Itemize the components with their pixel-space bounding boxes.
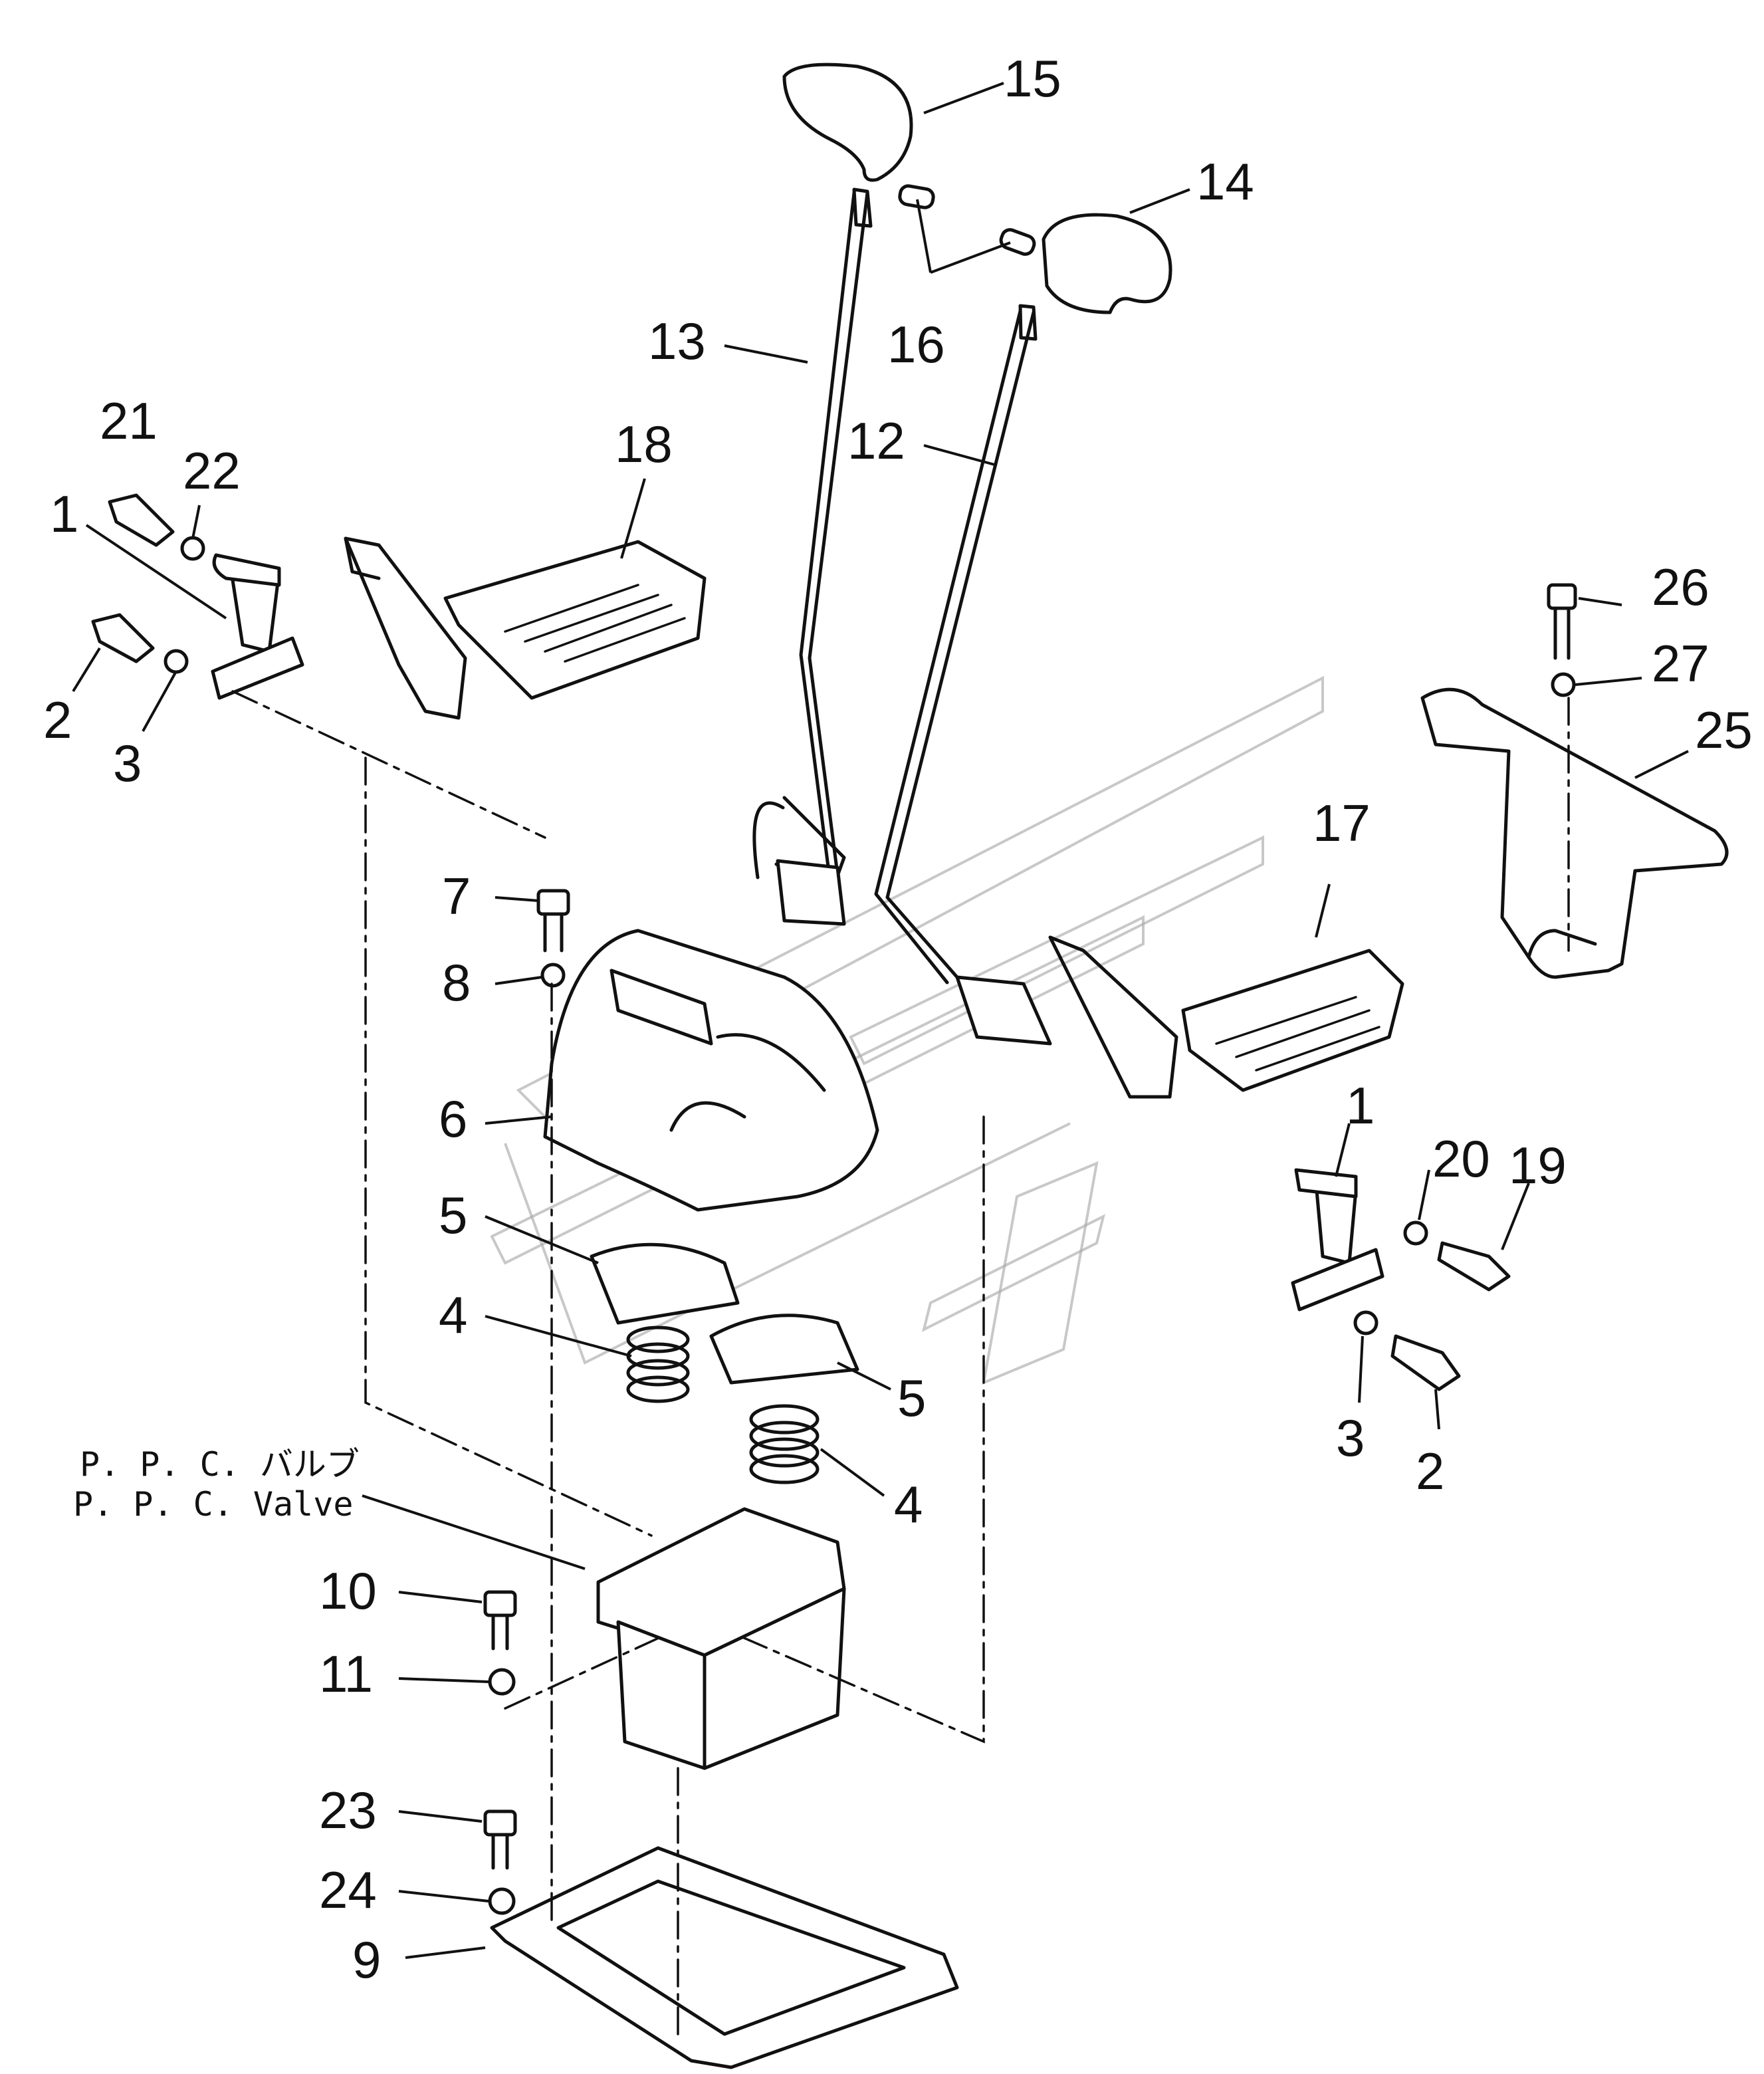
- boot-5-upper: [590, 1242, 740, 1325]
- callout-9: 9: [352, 1930, 381, 1989]
- pedal-17: [1048, 935, 1404, 1099]
- bolt-2-right: [1390, 1334, 1461, 1391]
- boot-5-lower: [709, 1314, 859, 1385]
- callout-11: 11: [319, 1645, 373, 1703]
- callout-4-upper: 4: [439, 1286, 467, 1344]
- bolt-19: [1437, 1241, 1511, 1292]
- ppc-valve-note: P. P. C. バルブ P. P. C. Valve: [73, 1445, 360, 1524]
- callout-1-right: 1: [1346, 1076, 1375, 1135]
- knob-15: [782, 62, 913, 182]
- callout-20: 20: [1432, 1129, 1490, 1188]
- callout-27: 27: [1652, 634, 1709, 693]
- knob-14: [1042, 213, 1172, 314]
- spring-4-lower: [749, 1404, 820, 1484]
- callout-17: 17: [1313, 794, 1371, 852]
- watermark-logo: [490, 675, 1324, 1385]
- callout-22: 22: [183, 441, 241, 500]
- washer-3-left: [164, 649, 189, 674]
- bracket-1-right: [1291, 1168, 1384, 1312]
- callout-3-right: 3: [1336, 1409, 1365, 1467]
- callout-26: 26: [1652, 558, 1709, 616]
- spring-4-upper: [626, 1325, 690, 1403]
- bolt-7: [536, 889, 570, 953]
- bolt-23: [483, 1809, 517, 1870]
- callout-19: 19: [1509, 1136, 1567, 1195]
- right-travel-lever: [874, 304, 1052, 1046]
- callout-18: 18: [615, 415, 673, 473]
- callout-21: 21: [100, 392, 158, 450]
- callout-5-upper: 5: [439, 1186, 467, 1244]
- ppc-note-english: P. P. C. Valve: [73, 1485, 353, 1524]
- ppc-note-japanese: P. P. C. バルブ: [80, 1445, 360, 1484]
- callout-14: 14: [1196, 152, 1254, 211]
- callout-8: 8: [442, 953, 471, 1012]
- washer-20: [1403, 1220, 1428, 1246]
- bolt-10: [483, 1590, 517, 1651]
- callout-3-left: 3: [113, 734, 142, 792]
- base-plate-9: [490, 1846, 959, 2069]
- pedal-18: [344, 536, 707, 720]
- left-travel-lever: [752, 187, 873, 926]
- callout-23: 23: [319, 1781, 377, 1839]
- callout-5-lower: 5: [897, 1369, 926, 1427]
- callout-6: 6: [439, 1090, 467, 1148]
- callout-24: 24: [319, 1861, 377, 1919]
- washer-24: [488, 1887, 516, 1915]
- bolt-2-left: [91, 613, 155, 663]
- callout-15: 15: [1004, 49, 1061, 108]
- callout-25: 25: [1695, 701, 1753, 759]
- callout-1-left: 1: [50, 485, 78, 543]
- pins-16: [898, 184, 1036, 256]
- bracket-1-left: [211, 553, 304, 700]
- cover-25: [1420, 687, 1729, 979]
- callout-2-left: 2: [43, 691, 72, 749]
- callout-10: 10: [319, 1561, 377, 1620]
- washer-11: [488, 1668, 516, 1696]
- callout-4-lower: 4: [894, 1475, 923, 1534]
- cover-6: [543, 929, 879, 1212]
- callout-labels: 15 14 16 13 12 18 21 22 1 2 3 26 27 25 1…: [43, 49, 1753, 1989]
- callout-16: 16: [887, 315, 945, 374]
- callout-13: 13: [648, 312, 706, 370]
- washer-8: [540, 963, 566, 988]
- washer-27: [1551, 672, 1576, 697]
- bolt-26: [1547, 583, 1577, 660]
- washer-22: [180, 536, 205, 561]
- bolt-21: [108, 493, 175, 547]
- callout-7: 7: [442, 867, 471, 925]
- ppc-valve: [596, 1507, 846, 1770]
- washer-3-right: [1353, 1310, 1378, 1335]
- callout-12: 12: [847, 411, 905, 470]
- leader-lines: [72, 82, 1689, 1959]
- callout-2-right: 2: [1416, 1442, 1444, 1500]
- assembly-lines: [231, 690, 1570, 2035]
